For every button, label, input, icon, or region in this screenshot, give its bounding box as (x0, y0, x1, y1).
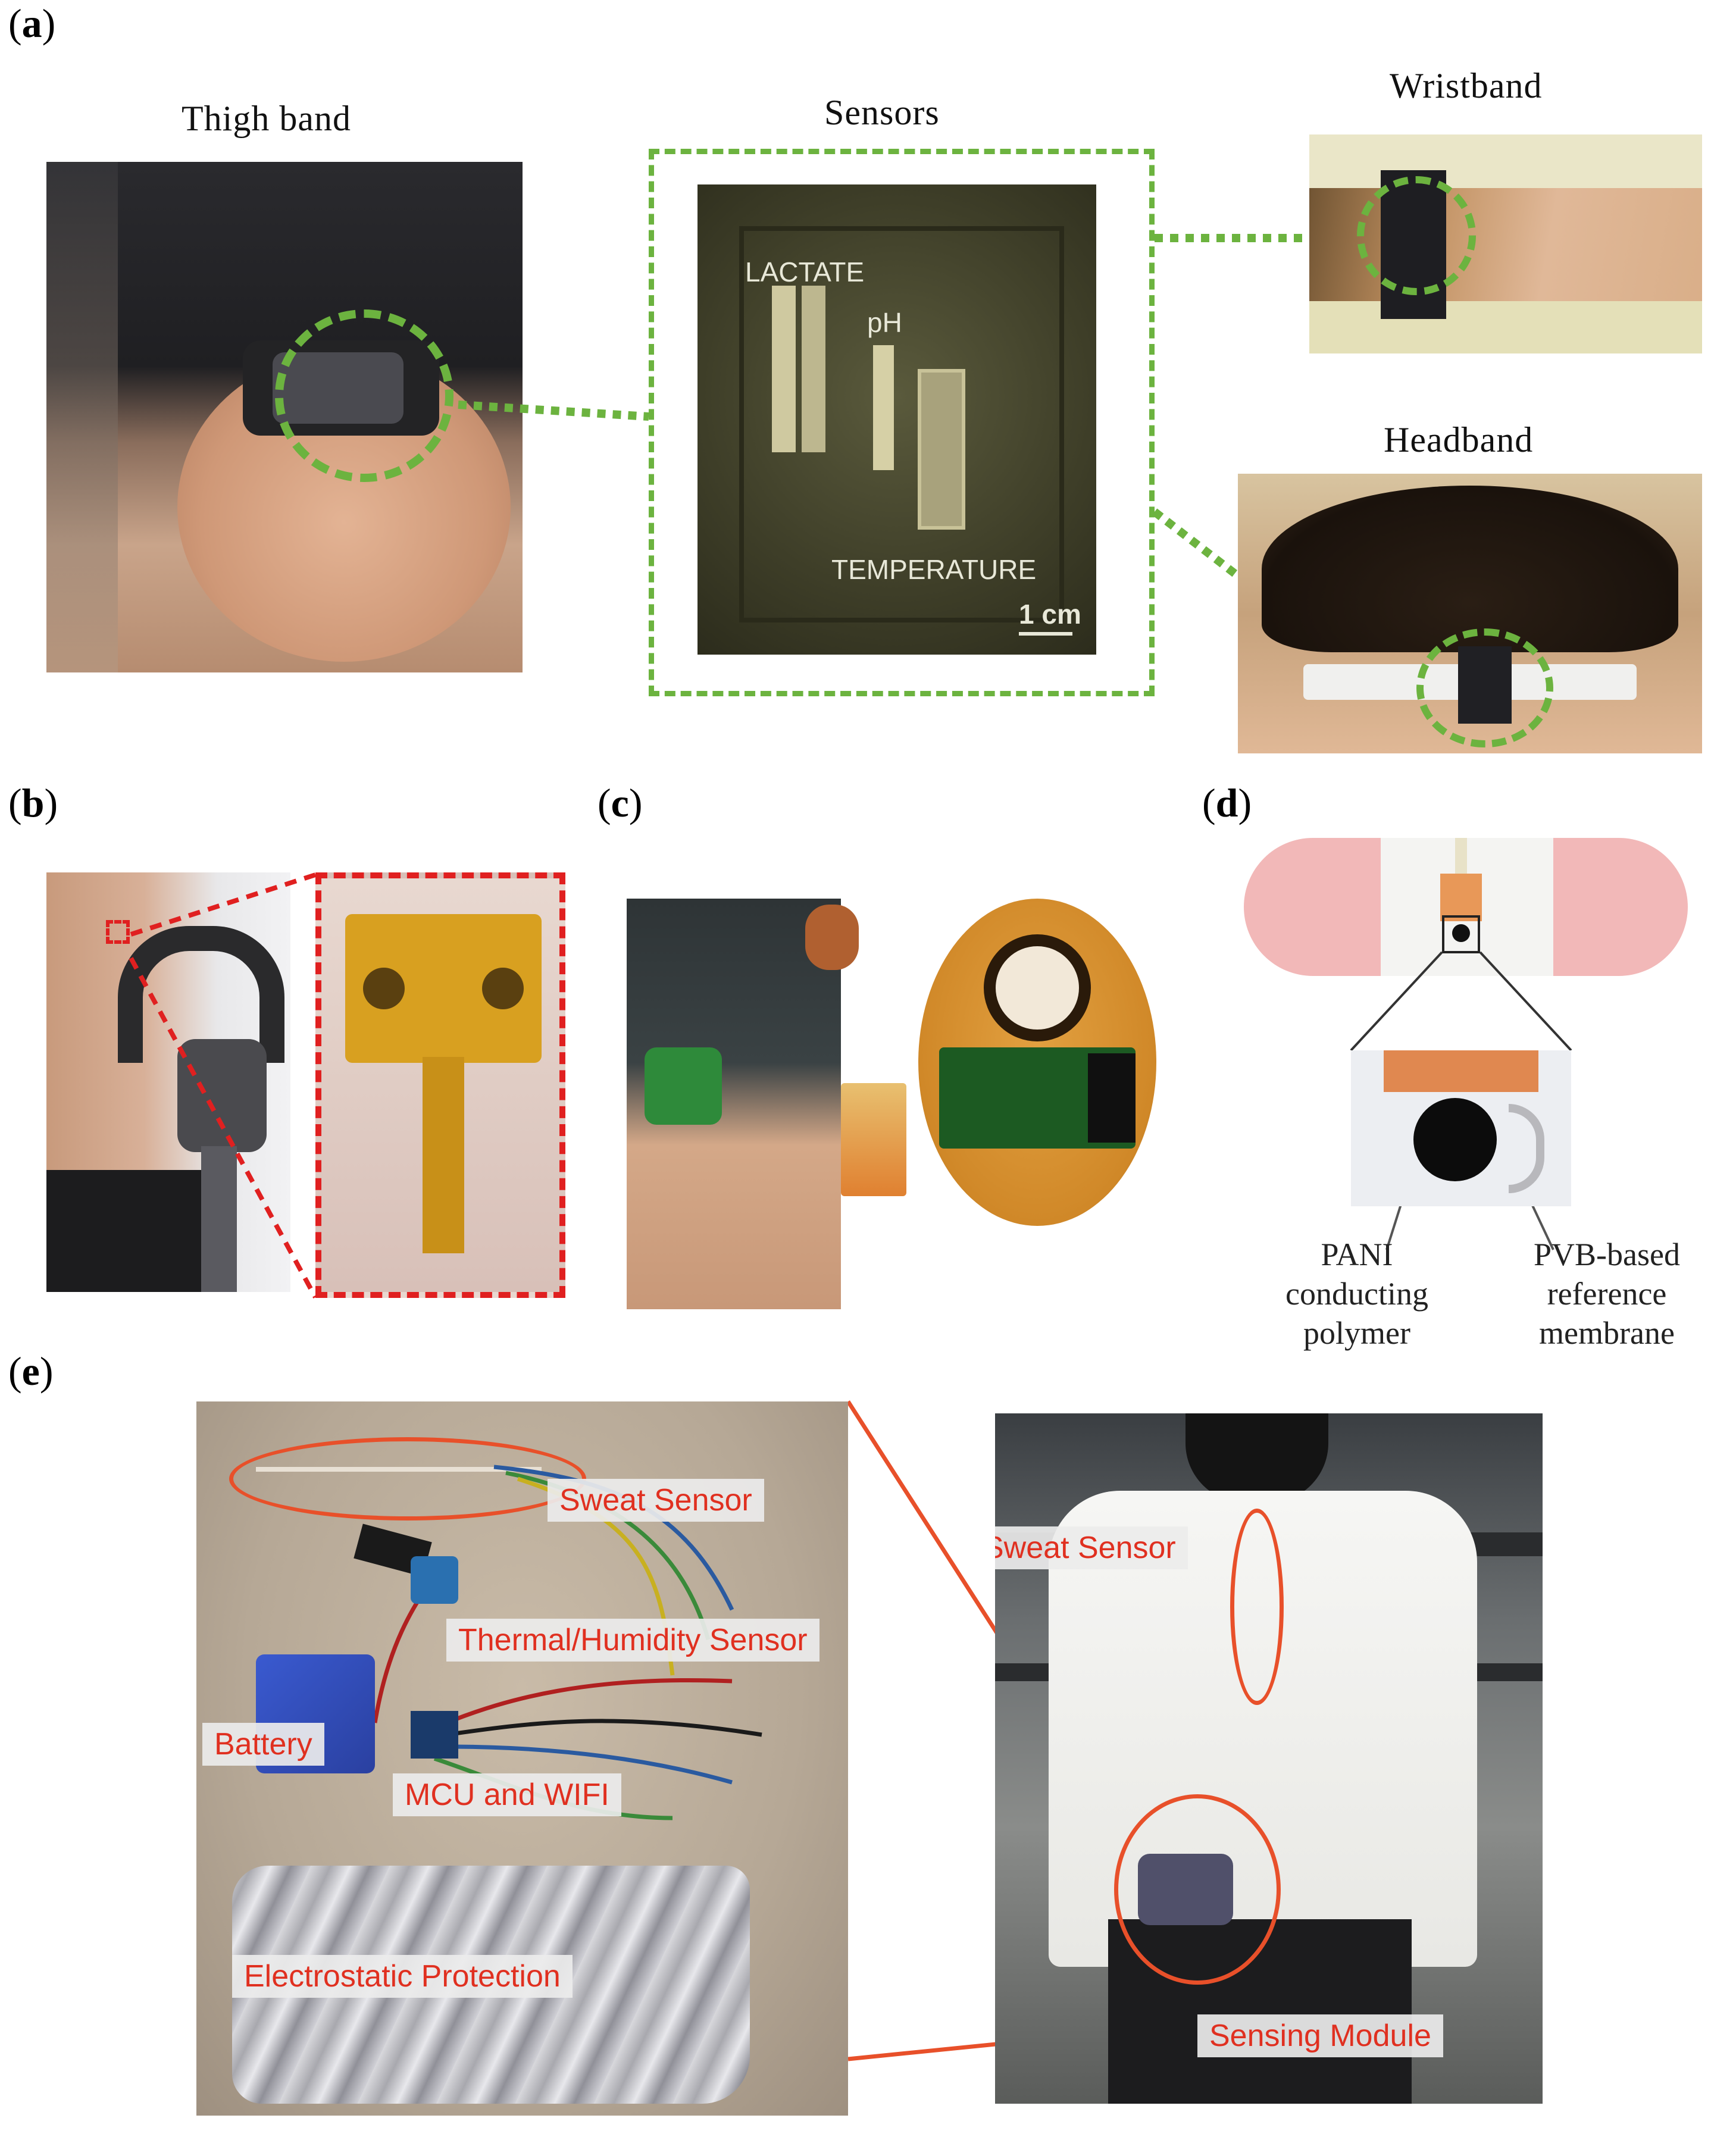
panel-label-e: (e) (8, 1349, 54, 1394)
pvb-line-2: reference (1547, 1276, 1667, 1312)
lactate-label: LACTATE (745, 256, 865, 287)
headband-photo (1238, 474, 1702, 753)
pani-line-1: PANI (1321, 1237, 1393, 1272)
sweat-sensor-highlight-right (1230, 1509, 1284, 1705)
exercise-bike-photo (46, 872, 290, 1292)
sensing-module-components-photo: Sweat Sensor Thermal/Humidity Sensor Bat… (196, 1401, 848, 2116)
flexible-sensor-photo (315, 872, 565, 1298)
wristband-photo (1309, 134, 1702, 353)
pani-line-3: polymer (1303, 1315, 1410, 1351)
tag-sweat-sensor-right: Sweat Sensor (995, 1526, 1188, 1569)
pvb-line-1: PVB-based (1534, 1237, 1680, 1272)
tag-battery: Battery (202, 1723, 324, 1766)
temperature-label: TEMPERATURE (831, 554, 1037, 585)
bandage-photo (1244, 838, 1688, 976)
wristband-title: Wristband (1390, 66, 1543, 105)
panel-label-b: (b) (8, 780, 58, 825)
person-wearing-module-photo: Sweat Sensor Sensing Module (995, 1413, 1543, 2104)
tag-sweat-sensor-left: Sweat Sensor (548, 1479, 764, 1522)
thigh-band-photo (46, 162, 523, 672)
thigh-band-title: Thigh band (182, 99, 351, 138)
tag-sensing-module: Sensing Module (1197, 2014, 1443, 2057)
sensor-patch-photo: LACTATE pH TEMPERATURE 1 cm (697, 184, 1096, 655)
tag-electrostatic: Electrostatic Protection (232, 1955, 573, 1998)
pvb-line-3: membrane (1539, 1315, 1675, 1351)
scale-bar-label: 1 cm (1019, 599, 1081, 630)
electrode-closeup-photo (1351, 1050, 1571, 1206)
sensors-title: Sensors (824, 93, 940, 132)
panel-label-c: (c) (598, 780, 643, 825)
pvb-annotation: PVB-based reference membrane (1512, 1235, 1702, 1353)
module-highlight-right (1114, 1794, 1281, 1985)
panel-label-a: (a) (8, 1, 56, 46)
tag-thermal-humidity: Thermal/Humidity Sensor (446, 1619, 819, 1662)
panel-label-d: (d) (1202, 780, 1252, 825)
tag-mcu-wifi: MCU and WIFI (393, 1773, 621, 1816)
pani-annotation: PANI conducting polymer (1280, 1235, 1434, 1353)
tattoo-sensor-photo (627, 899, 1162, 1309)
sensors-frame (649, 149, 1155, 696)
pani-line-2: conducting (1285, 1276, 1428, 1312)
ph-label: pH (867, 307, 902, 338)
scale-bar (1019, 632, 1072, 636)
headband-title: Headband (1384, 420, 1534, 459)
